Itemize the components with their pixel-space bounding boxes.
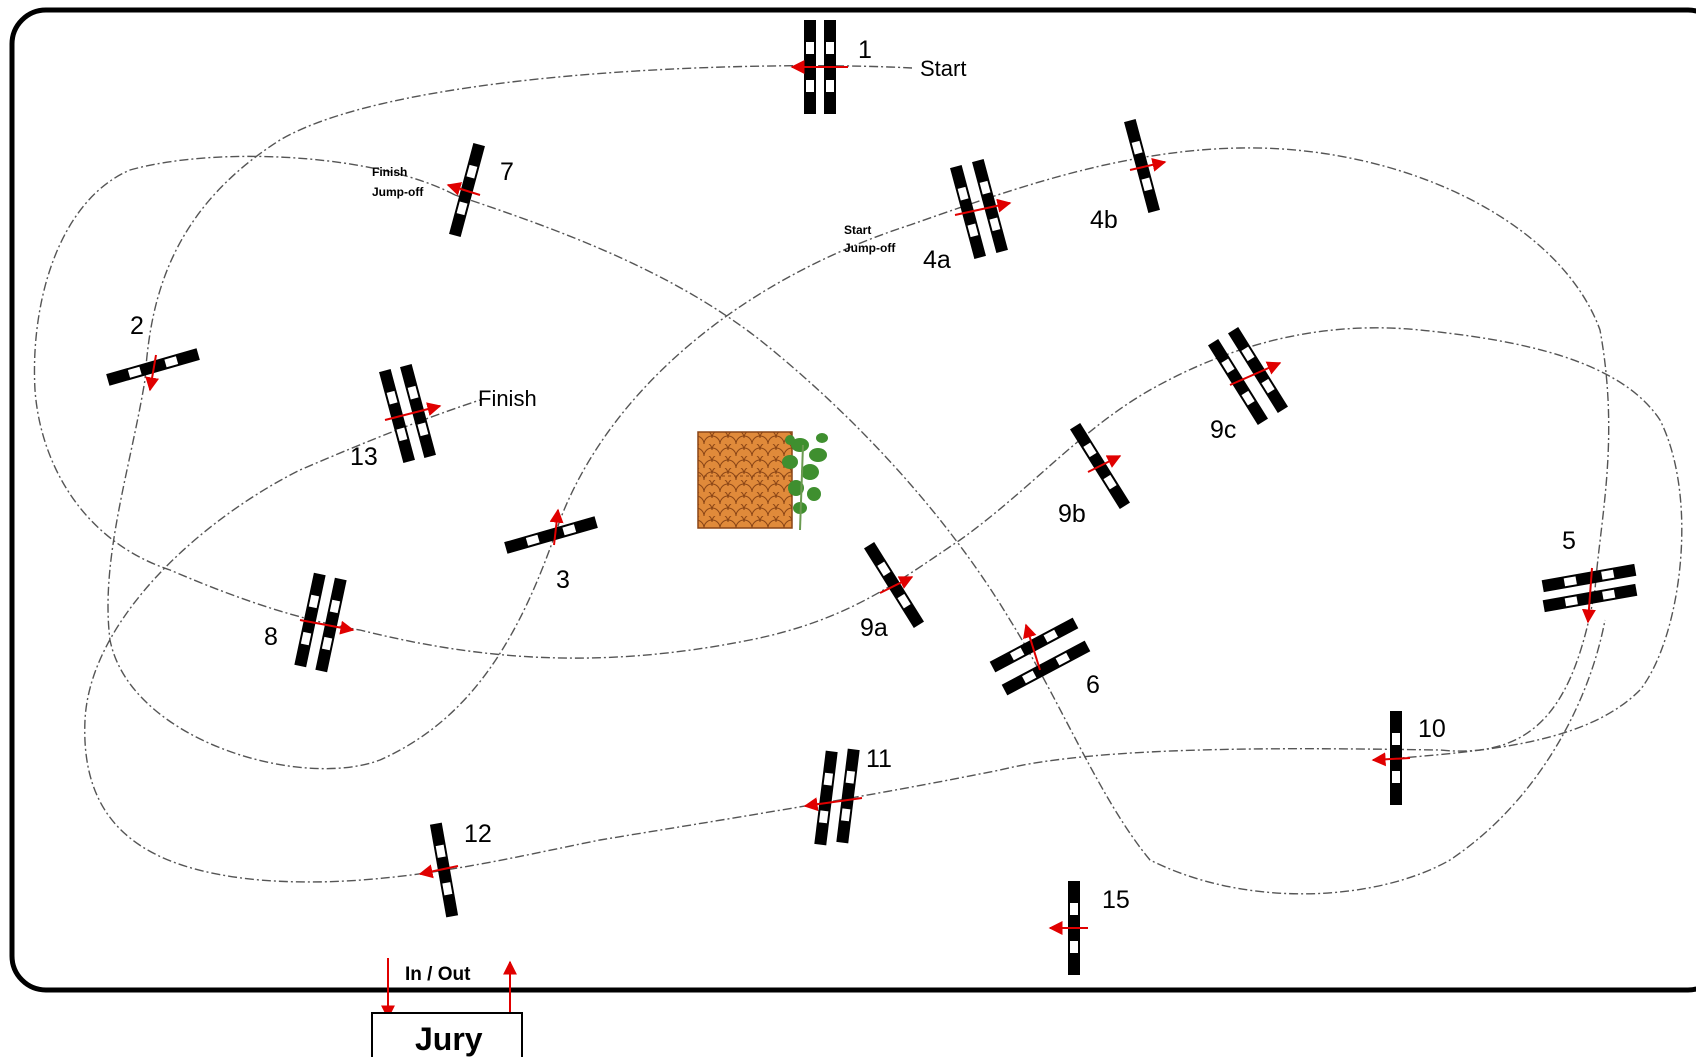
obstacle-9b: [1070, 422, 1130, 510]
label-8: 8: [264, 623, 278, 651]
label-10: 10: [1418, 715, 1446, 743]
obstacle-6: [989, 617, 1091, 696]
jury-box: Jury: [371, 1012, 523, 1057]
label-9a: 9a: [860, 614, 888, 642]
label-11: 11: [866, 745, 892, 773]
obstacle-4a: [950, 159, 1012, 259]
water-jump: [697, 431, 793, 529]
arena-border: [9, 7, 1696, 993]
label-3: 3: [556, 566, 570, 594]
obstacle-13: [379, 364, 442, 463]
course-route: [33, 64, 1683, 895]
in-out-gate: In / Out: [381, 958, 517, 1020]
finish-jumpoff-label-1: Finish: [372, 165, 407, 179]
label-12: 12: [464, 820, 492, 848]
obstacle-4b: [1124, 119, 1167, 213]
obstacle-10: [1371, 711, 1411, 805]
obstacle-9c: [1208, 326, 1288, 426]
obstacle-15: [1048, 881, 1088, 975]
in-out-label: In / Out: [405, 964, 471, 985]
label-6: 6: [1086, 671, 1100, 699]
label-9c: 9c: [1210, 416, 1236, 444]
obstacle-8: [294, 572, 355, 673]
jury-label: Jury: [415, 1021, 483, 1057]
label-13: 13: [350, 443, 378, 471]
start-jumpoff-label-1: Start: [844, 223, 871, 237]
label-5: 5: [1562, 527, 1576, 555]
label-7: 7: [500, 158, 514, 186]
obstacle-11: [803, 748, 863, 846]
obstacle-5: [1541, 563, 1638, 624]
start-jumpoff-label-2: Jump-off: [844, 241, 896, 255]
label-4b: 4b: [1090, 206, 1118, 234]
finish-label: Finish: [478, 386, 537, 411]
label-2: 2: [130, 312, 144, 340]
obstacle-1: [790, 20, 848, 114]
label-15: 15: [1102, 886, 1130, 914]
bush-icon: [782, 433, 828, 531]
obstacle-12: [418, 822, 459, 918]
obstacle-labels: 1 2 3 4a 4b 5 6 7 8 9a 9b 9c 10 11 12 13…: [130, 36, 1576, 914]
obstacle-2: [106, 348, 200, 392]
finish-jumpoff-label-2: Jump-off: [372, 185, 424, 199]
obstacle-9a: [864, 541, 924, 629]
start-label: Start: [920, 56, 966, 81]
obstacle-7: [446, 143, 485, 237]
obstacle-3: [504, 508, 598, 554]
label-9b: 9b: [1058, 500, 1086, 528]
label-4a: 4a: [923, 246, 951, 274]
label-1: 1: [858, 36, 872, 64]
